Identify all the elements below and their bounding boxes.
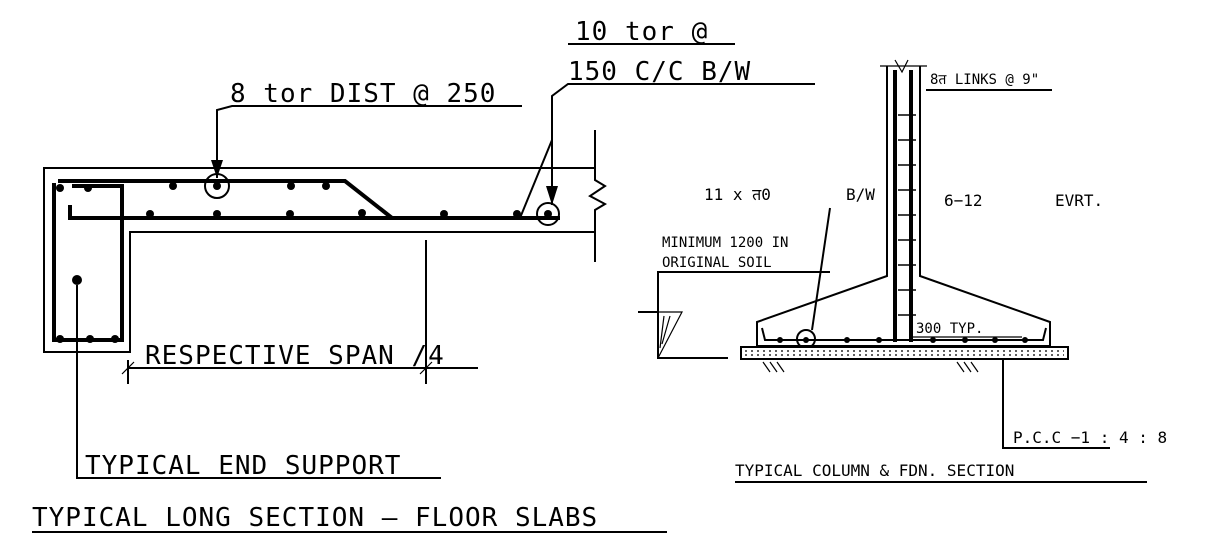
distribution-bar-dots bbox=[56, 182, 552, 343]
slab-section-title: TYPICAL LONG SECTION — FLOOR SLABS bbox=[32, 503, 598, 533]
span-label: RESPECTIVE SPAN /4 bbox=[145, 341, 445, 371]
column-section-title: TYPICAL COLUMN & FDN. SECTION bbox=[735, 461, 1014, 480]
main-bar-leader-diagonal bbox=[519, 139, 553, 219]
slab-bottom-bar bbox=[68, 205, 560, 220]
soil-label-line2: ORIGINAL SOIL bbox=[662, 255, 772, 271]
footing-bar-dots bbox=[777, 337, 1028, 343]
soil-label-line1: MINIMUM 1200 IN bbox=[662, 235, 788, 251]
slab-long-section: 8 tor DIST @ 250 10 tor @ 150 C/C B/W RE… bbox=[32, 17, 815, 533]
main-bar-leader bbox=[551, 83, 815, 205]
span-dimension-line bbox=[127, 240, 478, 384]
pcc-bed bbox=[740, 346, 1069, 360]
column-links bbox=[898, 114, 916, 316]
dist-bar-leader bbox=[216, 105, 522, 178]
main-bar-label-line2: 150 C/C B/W bbox=[568, 57, 751, 87]
vertical-bars-suffix: EVRT. bbox=[1055, 191, 1103, 210]
pcc-label: P.C.C −1 : 4 : 8 bbox=[1013, 428, 1167, 447]
main-bar-callout-circle bbox=[536, 202, 560, 226]
column-outline bbox=[756, 66, 1051, 347]
links-label: 8त LINKS @ 9" bbox=[930, 72, 1039, 88]
typ-label: 300 TYP. bbox=[916, 321, 983, 337]
footing-bottom-bar bbox=[761, 327, 1047, 341]
slab-break-symbol bbox=[588, 130, 608, 262]
bw-label: B/W bbox=[846, 185, 875, 204]
dist-bar-label: 8 tor DIST @ 250 bbox=[230, 79, 496, 109]
footing-bars-label: 11 x त0 bbox=[704, 185, 771, 204]
end-support-label: TYPICAL END SUPPORT bbox=[85, 451, 401, 481]
column-vertical-bars bbox=[893, 70, 913, 342]
end-support-leader bbox=[76, 285, 441, 479]
slab-top-bar bbox=[58, 179, 394, 220]
vertical-bars-label: 6−12 bbox=[944, 191, 983, 210]
end-support-stirrup bbox=[52, 183, 124, 342]
slab-outline bbox=[43, 167, 595, 353]
main-bar-label-line1: 10 tor @ bbox=[575, 17, 708, 47]
column-foundation-section: 8त LINKS @ 9" 11 x त0 B/W 6−12 EVRT. MIN… bbox=[638, 59, 1167, 483]
soil-hatch bbox=[762, 361, 979, 373]
